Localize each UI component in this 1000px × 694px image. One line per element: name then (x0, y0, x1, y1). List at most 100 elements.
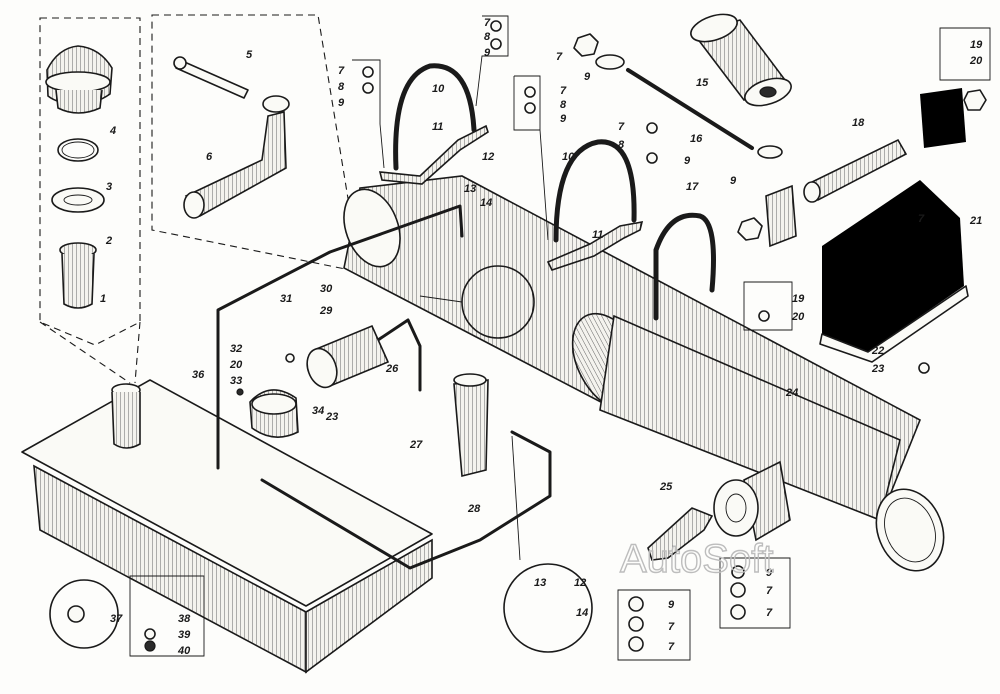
bracket-line (939, 27, 991, 81)
clamp-10b (553, 139, 637, 243)
callout-23: 23 (325, 411, 338, 423)
callout-7: 7 (668, 641, 675, 653)
callout-14: 14 (480, 197, 492, 209)
callout-1: 1 (100, 293, 106, 305)
callout-8: 8 (618, 139, 625, 151)
callout-10: 10 (432, 83, 445, 95)
clamp-17 (653, 212, 716, 321)
callout-26: 26 (385, 363, 399, 375)
callout-9: 9 (560, 113, 567, 125)
callout-7: 7 (560, 85, 567, 97)
filler-cap (45, 45, 113, 114)
callout-7: 7 (766, 585, 773, 597)
fuel-line-26 (376, 318, 422, 392)
bracket-line (513, 75, 549, 241)
bracket-line (617, 589, 691, 661)
callout-9: 9 (684, 155, 691, 167)
leader-detail (419, 295, 463, 303)
callout-32: 32 (230, 343, 242, 355)
fuel-line-28 (260, 430, 552, 570)
bracket-line (129, 575, 205, 657)
callout-12: 12 (482, 151, 494, 163)
group-outline-tools (151, 14, 361, 273)
group-outline-filler (39, 17, 141, 346)
callout-11: 11 (432, 121, 443, 133)
leader-detail (511, 435, 521, 561)
callout-3: 3 (106, 181, 112, 193)
washer-2-hole (63, 194, 93, 206)
callout-2: 2 (105, 235, 112, 247)
gasket-3-inner (61, 141, 95, 159)
bracket-line (743, 281, 793, 331)
callout-9: 9 (730, 175, 737, 187)
callout-9: 9 (484, 47, 491, 59)
callout-16: 16 (690, 133, 703, 145)
detail-circle-lower (503, 563, 593, 653)
callout-5: 5 (246, 49, 253, 61)
callout-27: 27 (409, 439, 423, 451)
callout-6: 6 (206, 151, 213, 163)
detail-circle-drain (49, 579, 119, 649)
muffler-assembly (343, 175, 945, 572)
callout-33: 33 (230, 375, 242, 387)
callout-24: 24 (785, 387, 798, 399)
callout-13: 13 (464, 183, 476, 195)
callout-13: 13 (534, 577, 546, 589)
callout-21: 21 (969, 215, 982, 227)
callout-17: 17 (686, 181, 699, 193)
callout-15: 15 (696, 77, 709, 89)
clamp-10a (393, 63, 477, 171)
callout-8: 8 (338, 81, 345, 93)
strap-11a (378, 124, 489, 185)
tube-15 (690, 13, 792, 107)
callout-4: 4 (109, 125, 116, 137)
fuel-pump-29 (306, 324, 390, 389)
callout-10: 10 (562, 151, 575, 163)
callout-7: 7 (484, 17, 491, 29)
callout-7: 7 (338, 65, 345, 77)
pipe-wrench-6 (183, 95, 290, 219)
callout-29: 29 (319, 305, 333, 317)
gasket-3 (57, 138, 99, 162)
fuel-tank-36 (21, 379, 433, 674)
callout-8: 8 (484, 31, 491, 43)
callout-18: 18 (852, 117, 865, 129)
callout-7: 7 (766, 607, 773, 619)
callout-14: 14 (576, 607, 588, 619)
callout-20: 20 (791, 311, 805, 323)
callout-37: 37 (110, 613, 123, 625)
callout-25: 25 (659, 481, 673, 493)
callout-22: 22 (871, 345, 884, 357)
leader-filler (39, 321, 131, 384)
callout-19: 19 (970, 39, 983, 51)
callout-7: 7 (918, 213, 925, 225)
callout-39: 39 (178, 629, 191, 641)
callout-7: 7 (556, 51, 563, 63)
bracket-25 (647, 507, 714, 561)
strap-11b (546, 220, 644, 271)
exhaust-flange (713, 460, 791, 542)
leader-filler (134, 321, 141, 384)
callout-11: 11 (592, 229, 603, 241)
callout-9: 9 (584, 71, 591, 83)
callout-7: 7 (668, 621, 675, 633)
wrench-handle-5 (173, 56, 249, 99)
rod-16 (626, 68, 754, 150)
callout-9: 9 (766, 567, 773, 579)
bracket-plate-21 (822, 180, 964, 352)
callout-20: 20 (229, 359, 243, 371)
bracket-line (719, 557, 791, 629)
callout-36: 36 (192, 369, 205, 381)
callout-8: 8 (560, 99, 567, 111)
bracket-line (475, 15, 509, 107)
callout-38: 38 (178, 613, 191, 625)
callout-31: 31 (280, 293, 292, 305)
washer-2 (51, 187, 105, 213)
callout-23: 23 (871, 363, 884, 375)
bracket-19-20 (920, 88, 966, 148)
fuel-filter-27 (453, 373, 489, 478)
callout-30: 30 (320, 283, 333, 295)
callout-34: 34 (312, 405, 324, 417)
